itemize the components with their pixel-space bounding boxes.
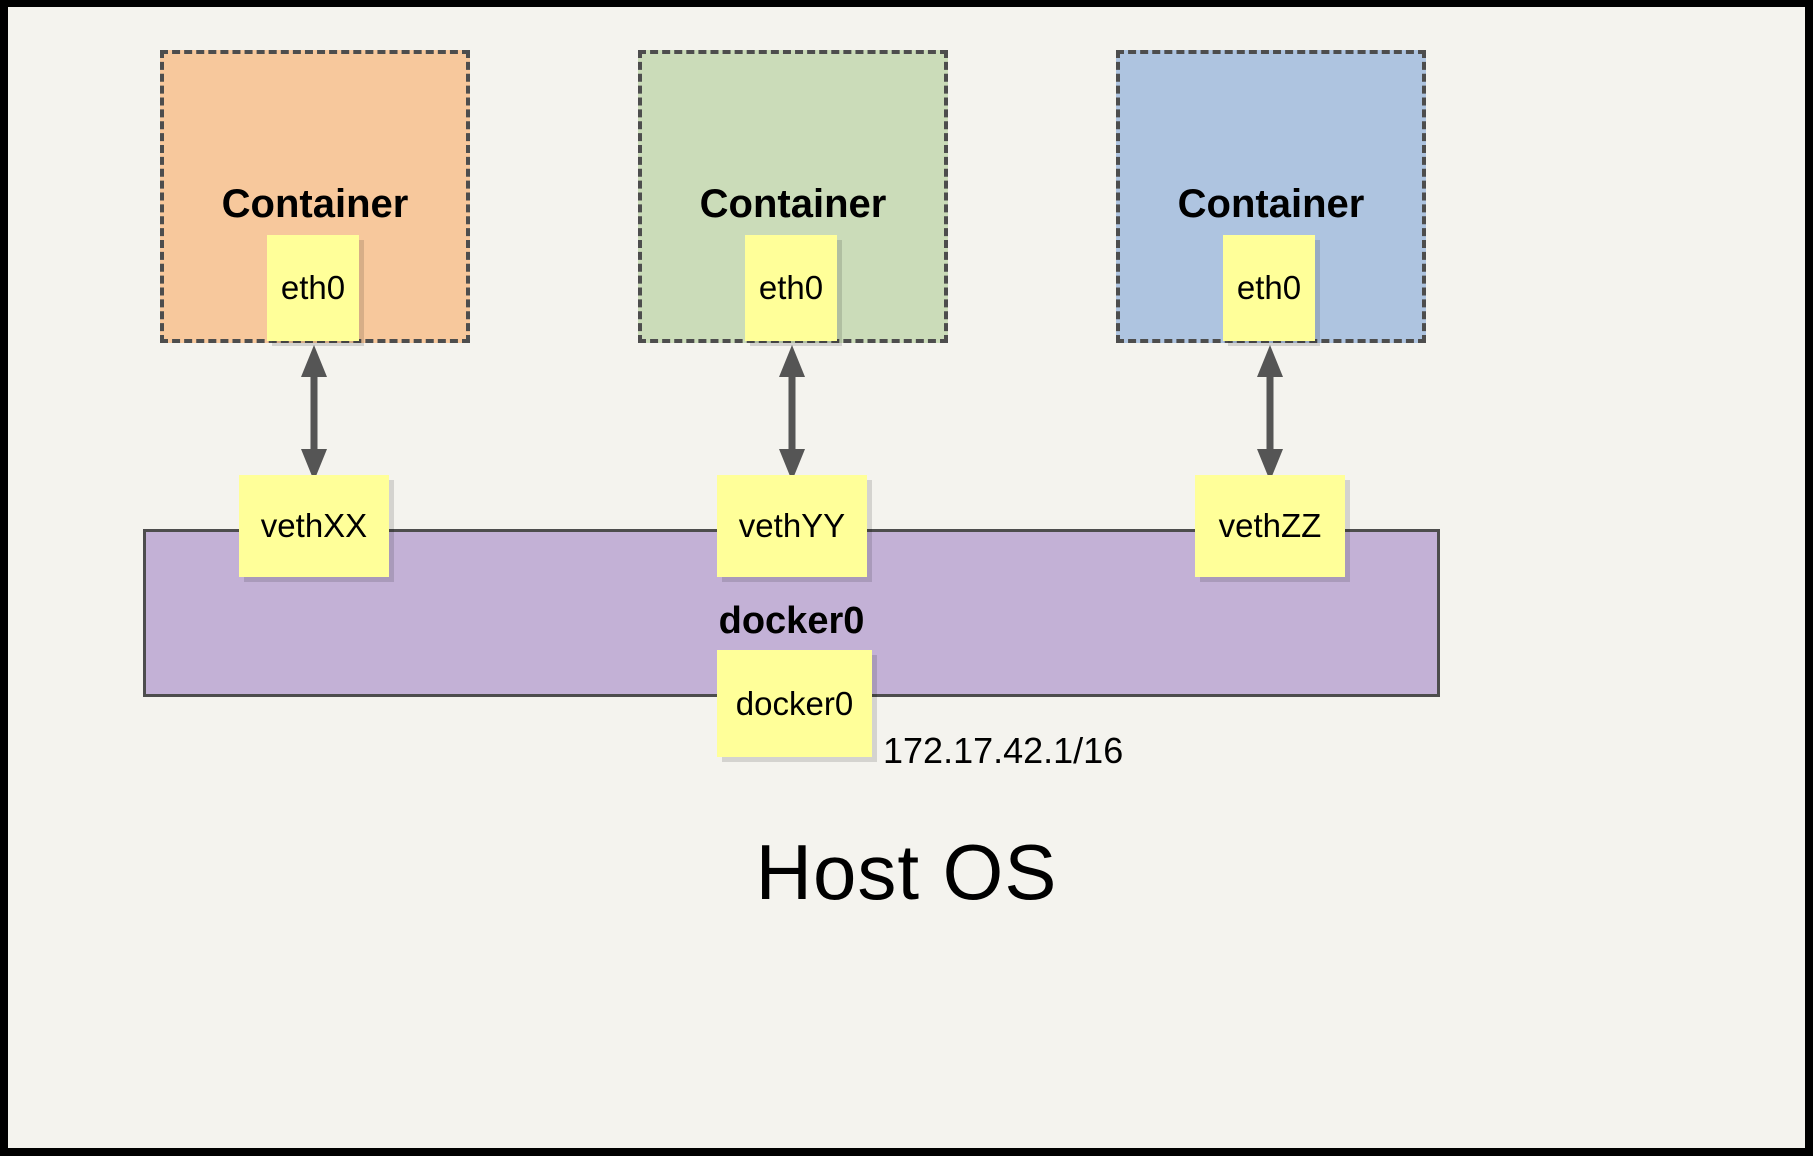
veth-link-arrow-1 <box>301 345 327 481</box>
veth-label-2: vethYY <box>738 507 846 544</box>
container-title-2: Container <box>699 182 887 226</box>
container-eth0-chip-3: eth0 <box>1223 235 1315 341</box>
diagram-stage: Container eth0 Container eth0 Container … <box>8 7 1805 1148</box>
veth-chip-2: vethYY <box>717 475 867 577</box>
veth-chip-1: vethXX <box>239 475 389 577</box>
docker0-interface-label: docker0 <box>735 684 854 722</box>
container-eth0-chip-1: eth0 <box>267 235 359 341</box>
container-eth0-chip-2: eth0 <box>745 235 837 341</box>
container-title-1: Container <box>221 182 409 226</box>
docker0-interface-chip: docker0 <box>717 650 872 757</box>
docker0-bridge-label: docker0 <box>718 600 865 642</box>
veth-label-1: vethXX <box>260 507 368 544</box>
veth-link-arrow-3 <box>1257 345 1283 481</box>
container-eth0-label-3: eth0 <box>1236 269 1302 306</box>
veth-link-arrow-2 <box>779 345 805 481</box>
veth-chip-3: vethZZ <box>1195 475 1345 577</box>
veth-label-3: vethZZ <box>1218 507 1322 544</box>
container-eth0-label-2: eth0 <box>758 269 824 306</box>
docker0-ip-label: 172.17.42.1/16 <box>883 730 1124 771</box>
host-os-title: Host OS <box>755 828 1058 916</box>
container-title-3: Container <box>1177 182 1365 226</box>
container-eth0-label-1: eth0 <box>280 269 346 306</box>
